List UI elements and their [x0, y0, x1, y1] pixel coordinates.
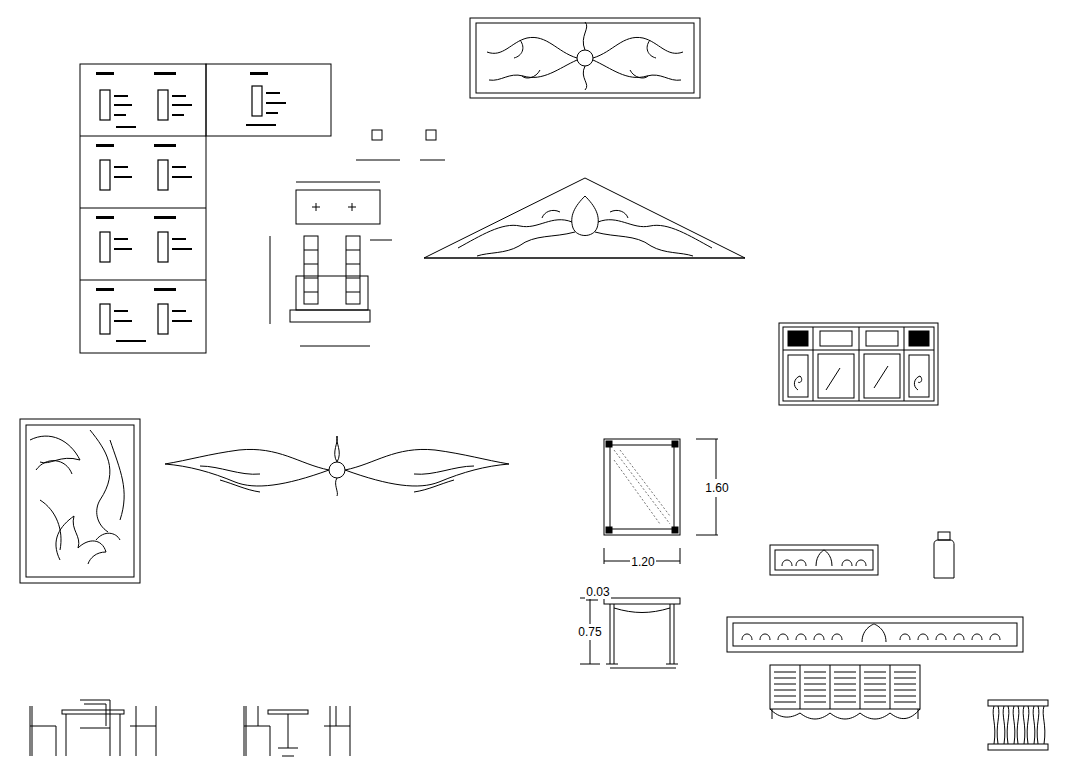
- dimension-text: 0.75: [577, 626, 602, 639]
- cabinet-elevation: [770, 665, 920, 719]
- section-symbols: [356, 130, 445, 160]
- dimension-text: 1.60: [704, 482, 729, 495]
- dining-sets: [30, 700, 350, 756]
- dimension-text: 0.03: [585, 586, 610, 599]
- dimension-text: 1.20: [630, 556, 655, 569]
- gas-bottle: [934, 532, 954, 578]
- footing-section: [270, 182, 392, 346]
- carved-panel: [20, 419, 140, 583]
- balustrade: [988, 700, 1048, 750]
- window-elevation: [779, 323, 938, 405]
- horizontal-ornament: [165, 436, 509, 496]
- thai-ornament-panel: [470, 18, 700, 98]
- gable-ornament: [424, 178, 745, 258]
- friezes: [727, 545, 1023, 652]
- mirror-elevation: [604, 439, 718, 564]
